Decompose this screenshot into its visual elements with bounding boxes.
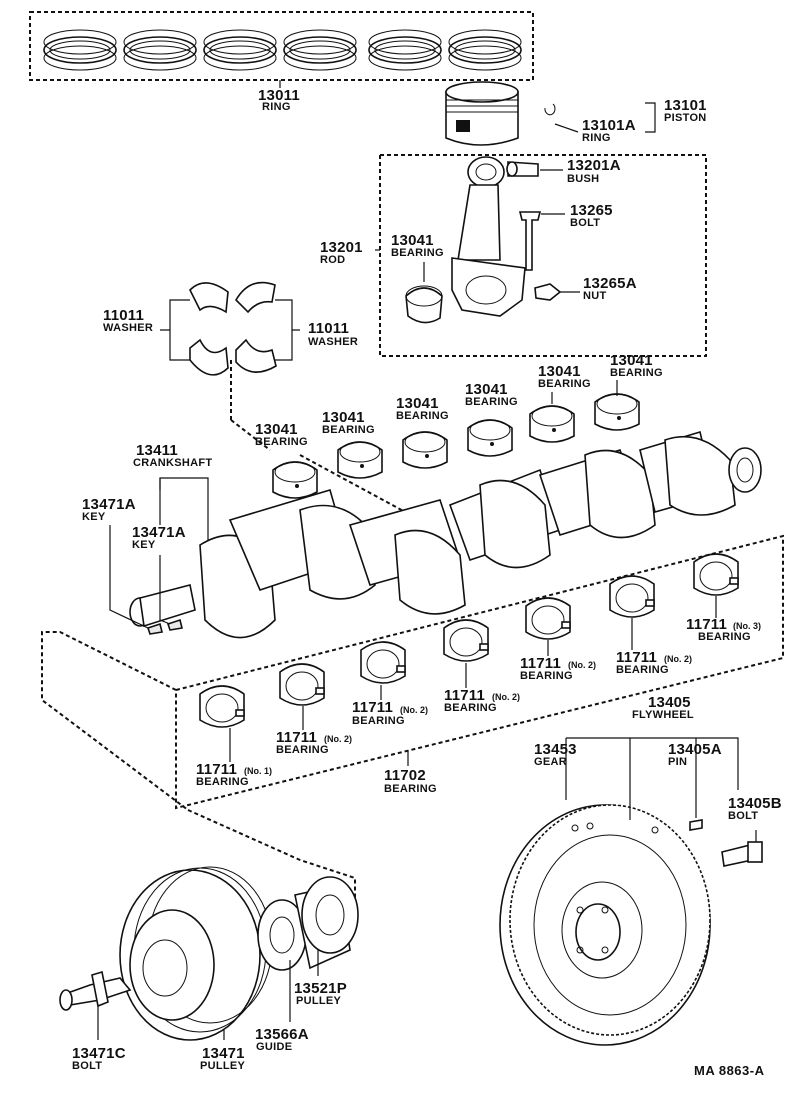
label-13411-name: CRANKSHAFT	[133, 457, 213, 469]
label-11711-no2-e-suffix: (No. 2)	[324, 734, 352, 744]
label-11711-no1-name: BEARING	[196, 776, 249, 788]
label-13041-d-number: 13041	[465, 381, 508, 398]
label-13041-e-name: BEARING	[538, 378, 591, 390]
label-13041-b-number: 13041	[322, 409, 365, 426]
crankshaft	[109, 430, 762, 639]
label-13041-c-name: BEARING	[396, 410, 449, 422]
label-11711-no2-d-name: BEARING	[352, 715, 405, 727]
label-11711-no3-suffix: (No. 3)	[733, 621, 761, 631]
label-13101A-number: 13101A	[582, 117, 636, 134]
label-13201-number: 13201	[320, 239, 363, 256]
label-13041-a-number: 13041	[255, 421, 298, 438]
pulley-assembly	[59, 866, 359, 1041]
label-13041-b-name: BEARING	[322, 424, 375, 436]
label-13453-number: 13453	[534, 741, 577, 758]
label-13041-e-number: 13041	[538, 363, 581, 380]
label-11711-no2-d-number: 11711	[352, 699, 394, 716]
label-13041-rod-number: 13041	[391, 232, 434, 249]
label-11711-no2-a-suffix: (No. 2)	[664, 654, 692, 664]
label-13471A-1-name: KEY	[82, 511, 106, 523]
label-13011-name: RING	[262, 101, 291, 113]
label-13521P-number: 13521P	[294, 980, 347, 997]
label-11702-number: 11702	[384, 767, 426, 784]
label-11011-right-name: WASHER	[308, 336, 359, 348]
label-13265A-number: 13265A	[583, 275, 637, 292]
label-13471C-number: 13471C	[72, 1045, 126, 1062]
label-11711-no2-a-name: BEARING	[616, 664, 669, 676]
label-11711-no2-a-number: 11711	[616, 649, 658, 666]
thrust-washers	[160, 281, 300, 376]
label-11711-no2-e-name: BEARING	[276, 744, 329, 756]
label-13101-name: PISTON	[664, 112, 707, 124]
label-13453-name: GEAR	[534, 756, 567, 768]
label-13041-f-name: BEARING	[610, 367, 663, 379]
diagram-code: MA 8863-A	[694, 1063, 765, 1078]
label-11711-no1-number: 11711	[196, 761, 238, 778]
label-13405-number: 13405	[648, 694, 691, 711]
label-11711-no2-c-name: BEARING	[444, 702, 497, 714]
label-13265-name: BOLT	[570, 217, 601, 229]
label-13041-c-number: 13041	[396, 395, 439, 412]
label-13011-number: 13011	[258, 87, 300, 104]
label-11711-no2-c-number: 11711	[444, 687, 486, 704]
group-boxes	[29, 11, 784, 898]
label-13041-d-name: BEARING	[465, 396, 518, 408]
label-11011-left-name: WASHER	[103, 322, 154, 334]
label-13471-name: PULLEY	[200, 1060, 246, 1072]
label-13566A-number: 13566A	[255, 1026, 309, 1043]
label-11711-no2-e-number: 11711	[276, 729, 318, 746]
piston	[445, 81, 656, 146]
label-13411-number: 13411	[136, 442, 178, 459]
label-11711-no2-b-number: 11711	[520, 655, 562, 672]
label-13471C-name: BOLT	[72, 1060, 103, 1072]
label-13471-number: 13471	[202, 1045, 245, 1062]
label-13041-a-name: BEARING	[255, 436, 308, 448]
label-11011-left-number: 11011	[103, 307, 145, 324]
label-11711-no2-b-suffix: (No. 2)	[568, 660, 596, 670]
label-13201A-name: BUSH	[567, 173, 600, 185]
label-13041-f-number: 13041	[610, 352, 653, 369]
label-11011-right-number: 11011	[308, 320, 350, 337]
label-13265-number: 13265	[570, 202, 613, 219]
label-13041-rod-name: BEARING	[391, 247, 444, 259]
label-13471A-2-name: KEY	[132, 539, 156, 551]
label-13405A-number: 13405A	[668, 741, 722, 758]
label-13201-name: ROD	[320, 254, 346, 266]
label-13405B-name: BOLT	[728, 810, 759, 822]
label-13566A-name: GUIDE	[256, 1041, 293, 1053]
label-13521P-name: PULLEY	[296, 995, 342, 1007]
label-11711-no1-suffix: (No. 1)	[244, 766, 272, 776]
label-11711-no2-d-suffix: (No. 2)	[400, 705, 428, 715]
label-13405-name: FLYWHEEL	[632, 709, 694, 721]
label-13471A-2-number: 13471A	[132, 524, 186, 541]
flywheel	[499, 737, 763, 1046]
label-11711-no2-c-suffix: (No. 2)	[492, 692, 520, 702]
piston-rings	[43, 29, 522, 88]
upper-main-bearings	[272, 380, 640, 499]
label-13101-number: 13101	[664, 97, 707, 114]
label-13201A-number: 13201A	[567, 157, 621, 174]
label-11702-name: BEARING	[384, 783, 437, 795]
label-11711-no3-number: 11711	[686, 616, 728, 633]
label-13405A-name: PIN	[668, 756, 688, 768]
label-13471A-1-number: 13471A	[82, 496, 136, 513]
lower-main-bearings	[199, 553, 739, 766]
label-11711-no2-b-name: BEARING	[520, 670, 573, 682]
label-13101A-name: RING	[582, 132, 611, 144]
label-13405B-number: 13405B	[728, 795, 782, 812]
label-11711-no3-name: BEARING	[698, 631, 751, 643]
connecting-rod	[375, 156, 580, 324]
label-13265A-name: NUT	[583, 290, 607, 302]
